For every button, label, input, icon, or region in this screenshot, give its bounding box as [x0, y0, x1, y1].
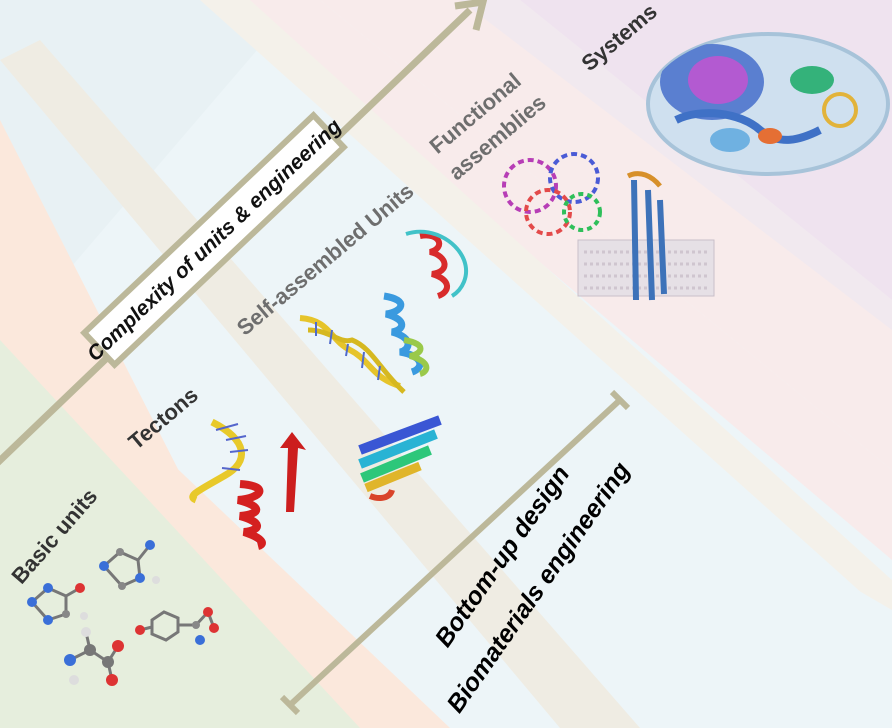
design-bracket-cap-bottom: [279, 694, 301, 716]
beta-strand-icon: [280, 432, 306, 512]
band-self-assembled-lower: [410, 330, 892, 728]
guanine-molecule-icon: [27, 583, 88, 625]
alpha-helix-icon: [236, 480, 266, 550]
membrane-protein-icon: [577, 171, 715, 301]
beta-solenoid-icon: [358, 415, 442, 501]
enzyme-complex-icon: [502, 152, 602, 236]
cell-icon: [646, 32, 890, 176]
dna-double-helix-icon: [299, 315, 406, 394]
dna-strand-icon: [189, 418, 249, 504]
coiled-protein-icon: [405, 229, 469, 299]
band-divider-3: [460, 0, 892, 330]
band-divider-1: [0, 40, 640, 728]
tyrosine-molecule-icon: [135, 607, 219, 645]
design-bracket-line: [287, 397, 623, 708]
complexity-arrow-head: [454, 0, 488, 31]
adenine-molecule-icon: [99, 540, 160, 590]
helix-bundle-icon: [383, 292, 430, 377]
alanine-molecule-icon: [64, 627, 124, 686]
design-bracket-cap-top: [609, 389, 631, 411]
band-functional-wide: [320, 0, 892, 470]
band-divider-2: [200, 0, 892, 620]
